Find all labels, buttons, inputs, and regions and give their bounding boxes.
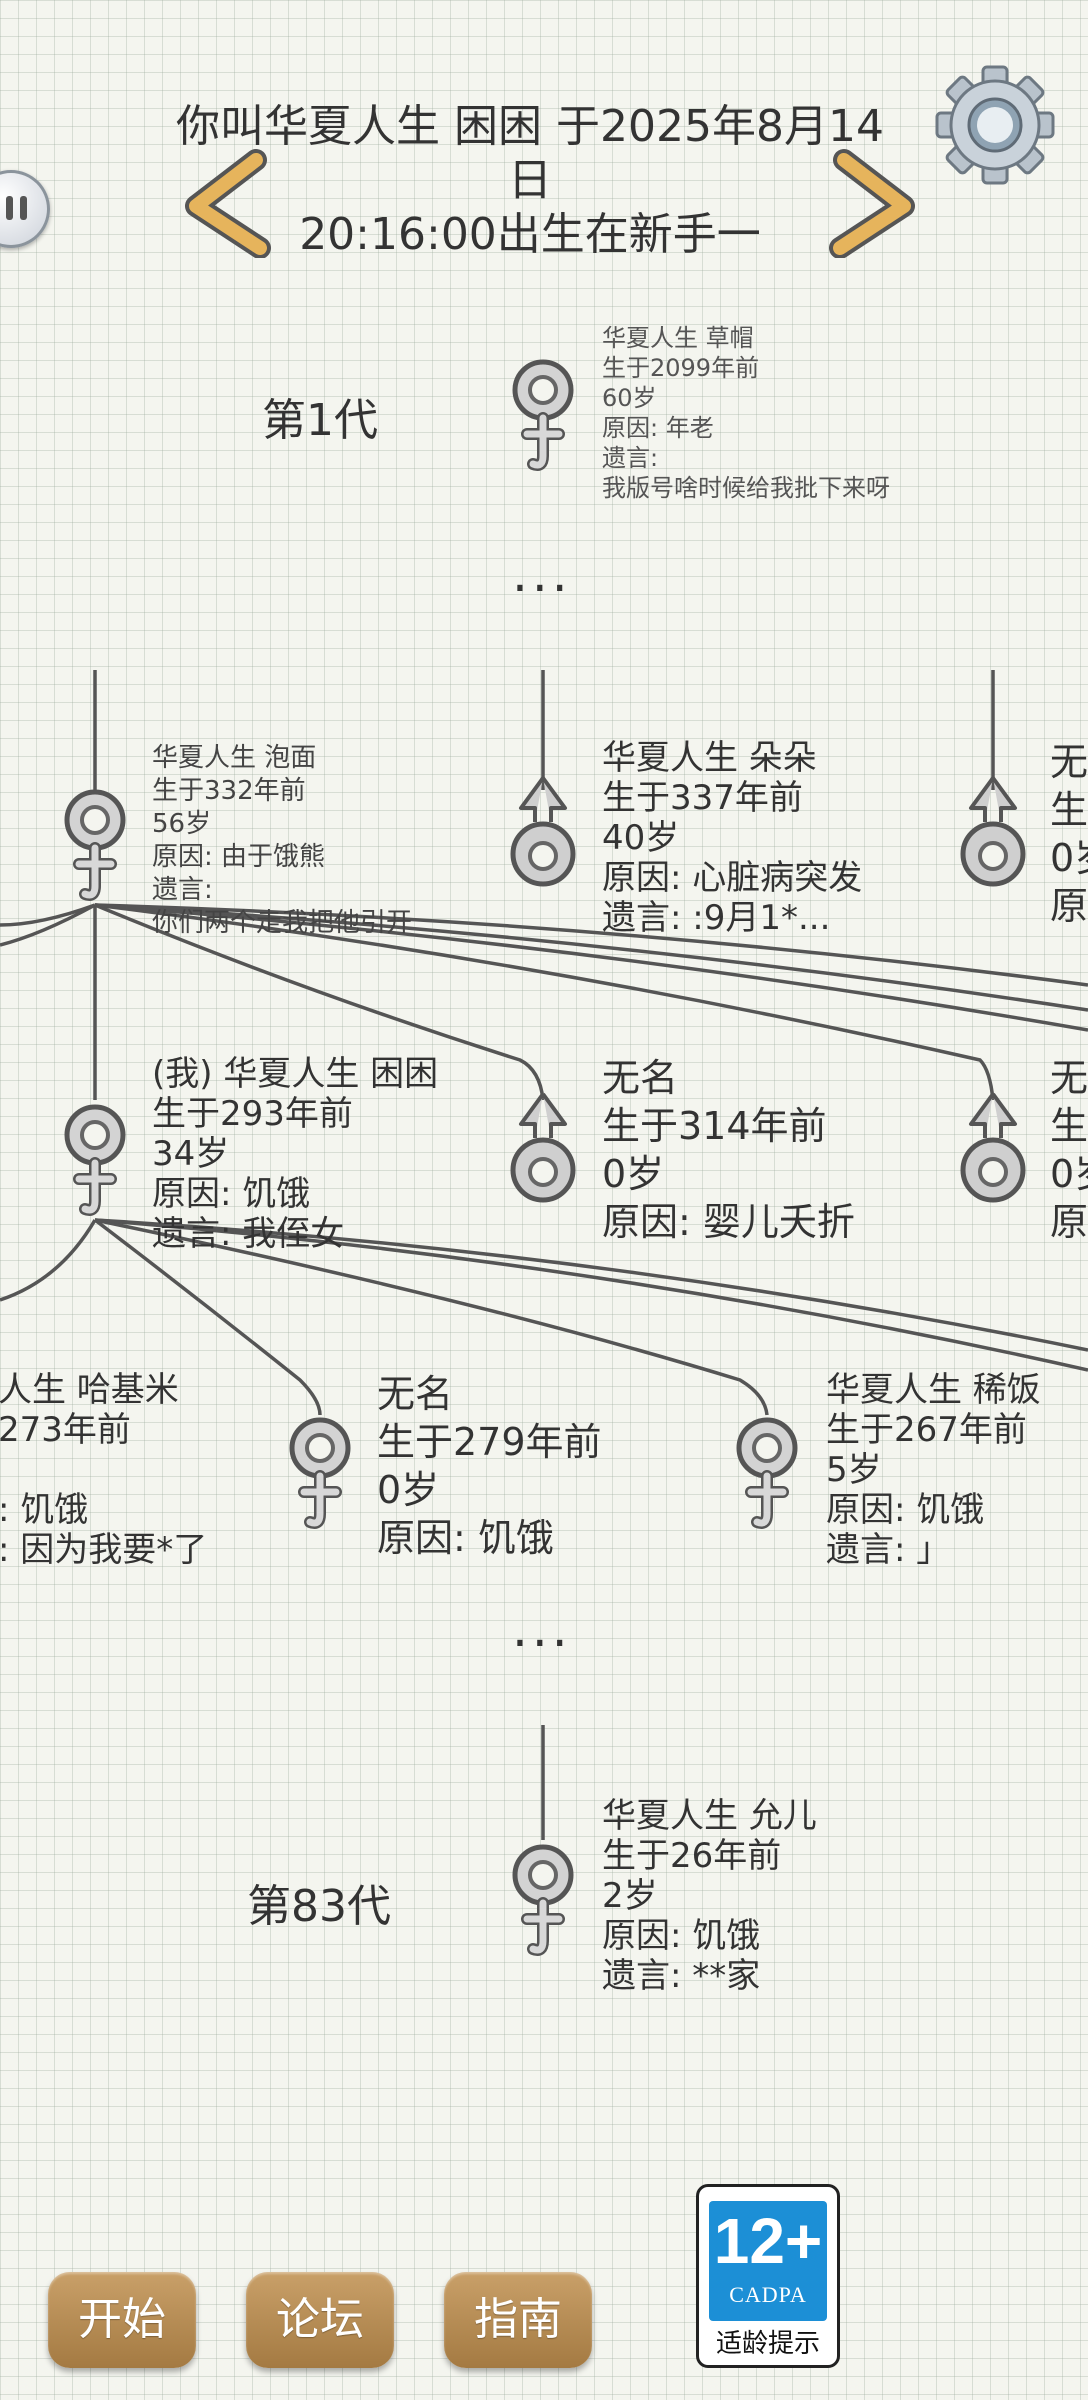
info-line: 无 — [1050, 740, 1088, 784]
info-line: 华夏人生 朵朵 — [602, 738, 817, 778]
info-line: 原因: 饥饿 — [602, 1916, 761, 1956]
ellipsis-top: ... — [512, 545, 572, 603]
chevron-left-icon[interactable] — [178, 148, 278, 258]
info-line: 人生 哈基米 — [0, 1370, 179, 1410]
title-line-2: 20:16:00出生在新手一 — [299, 209, 761, 260]
info-line: 原 — [1050, 1200, 1088, 1244]
rating-org: CADPA — [729, 2282, 807, 2307]
info-line: 生于293年前 — [152, 1094, 353, 1134]
female-icon — [739, 1420, 795, 1523]
gear-icon[interactable] — [935, 65, 1055, 185]
info-line: 遗言: :9月1*... — [602, 898, 831, 938]
info-line: 56岁 — [152, 809, 212, 839]
age-rating-badge[interactable]: 12+ CADPA 适龄提示 — [696, 2184, 840, 2368]
info-line: 273年前 — [0, 1410, 131, 1450]
title-line-1: 你叫华夏人生 困困 于2025年8月14日 — [176, 101, 884, 206]
ellipsis-bottom: ... — [512, 1600, 572, 1658]
info-line: 无名 — [377, 1372, 454, 1416]
start-button[interactable]: 开始 — [48, 2272, 196, 2368]
info-line: 生 — [1050, 1104, 1088, 1148]
info-line: 34岁 — [152, 1134, 230, 1174]
female-icon — [67, 1107, 123, 1210]
info-line: 遗言: 我侄女 — [152, 1214, 345, 1254]
info-line: 原因: 由于饿熊 — [152, 842, 326, 872]
info-line: 你们两个走我把他引开 — [152, 908, 413, 938]
info-line: 5岁 — [826, 1450, 882, 1490]
info-line: 华夏人生 稀饭 — [826, 1370, 1041, 1410]
chevron-right-icon[interactable] — [822, 148, 922, 258]
relative-info-partial-2[interactable]: 无 生 0岁 原 — [1050, 1054, 1088, 1246]
birth-info-title: 你叫华夏人生 困困 于2025年8月14日 20:16:00出生在新手一 — [160, 100, 900, 262]
info-line: 原 — [1050, 884, 1088, 928]
info-line: 生于279年前 — [377, 1420, 602, 1464]
info-line: 生于314年前 — [602, 1104, 827, 1148]
guide-button[interactable]: 指南 — [444, 2272, 592, 2368]
player-info-kunkun[interactable]: (我) 华夏人生 困困 生于293年前 34岁 原因: 饥饿 遗言: 我侄女 — [152, 1054, 438, 1254]
info-line: 2岁 — [602, 1876, 658, 1916]
generation-label-first: 第1代 — [262, 395, 378, 446]
info-line: 遗言: **家 — [602, 1956, 761, 1996]
info-line: 生于332年前 — [152, 776, 306, 806]
info-line: 0岁 — [602, 1152, 665, 1196]
info-line: 0岁 — [377, 1468, 440, 1512]
descendant-info-last[interactable]: 华夏人生 允儿 生于26年前 2岁 原因: 饥饿 遗言: **家 — [602, 1796, 817, 1996]
info-line: 生于267年前 — [826, 1410, 1027, 1450]
relative-info-wuming-1[interactable]: 无名 生于314年前 0岁 原因: 婴儿夭折 — [602, 1054, 855, 1246]
info-line: 华夏人生 泡面 — [152, 743, 317, 773]
info-line: 我版号啥时候给我批下来呀 — [602, 474, 890, 502]
female-icon — [515, 1847, 571, 1950]
male-icon — [513, 1094, 573, 1200]
age-rating-value: 12+ — [713, 2205, 823, 2277]
info-line — [0, 1450, 207, 1490]
relative-info-paomian[interactable]: 华夏人生 泡面 生于332年前 56岁 原因: 由于饿熊 遗言: 你们两个走我把… — [152, 742, 412, 940]
female-icon — [67, 792, 123, 895]
info-line: 生 — [1050, 788, 1088, 832]
relative-info-duoduo[interactable]: 华夏人生 朵朵 生于337年前 40岁 原因: 心脏病突发 遗言: :9月1*.… — [602, 738, 862, 938]
relative-info-partial-1[interactable]: 无 生 0岁 原 — [1050, 738, 1088, 930]
generation-label-last: 第83代 — [247, 1881, 391, 1932]
info-line: 原因: 婴儿夭折 — [602, 1200, 855, 1244]
info-line: 0岁 — [1050, 836, 1088, 880]
info-line: 无 — [1050, 1056, 1088, 1100]
info-line: 无名 — [602, 1056, 679, 1100]
forum-button[interactable]: 论坛 — [246, 2272, 394, 2368]
info-line: 0岁 — [1050, 1152, 1088, 1196]
info-line: 原因: 年老 — [602, 414, 714, 442]
ancestor-info-first[interactable]: 华夏人生 草帽 生于2099年前 60岁 原因: 年老 遗言: 我版号啥时候给我… — [602, 323, 890, 503]
info-line: 60岁 — [602, 384, 657, 412]
female-icon — [515, 362, 571, 465]
info-line: 生于2099年前 — [602, 354, 760, 382]
info-line: 遗言: — [602, 444, 659, 472]
info-line: 遗言: 」 — [826, 1530, 951, 1570]
info-line: 生于337年前 — [602, 778, 803, 818]
info-line: 40岁 — [602, 818, 680, 858]
info-line: 生于26年前 — [602, 1836, 782, 1876]
info-line: : 因为我要*了 — [0, 1530, 208, 1570]
info-line: 华夏人生 草帽 — [602, 324, 754, 352]
male-icon — [513, 778, 573, 884]
info-line: 原因: 饥饿 — [377, 1516, 554, 1560]
male-icon — [963, 1094, 1023, 1200]
age-rating-panel: 12+ CADPA — [709, 2201, 827, 2321]
age-tip-label: 适龄提示 — [715, 2329, 820, 2359]
info-line: (我) 华夏人生 困困 — [152, 1054, 439, 1094]
male-icon — [963, 778, 1023, 884]
info-line: 原因: 饥饿 — [826, 1490, 985, 1530]
child-info-hajimi[interactable]: 人生 哈基米 273年前 : 饥饿 : 因为我要*了 — [0, 1370, 207, 1570]
info-line: : 饥饿 — [0, 1490, 89, 1530]
info-line: 原因: 心脏病突发 — [602, 858, 863, 898]
info-line: 原因: 饥饿 — [152, 1174, 311, 1214]
child-info-wuming[interactable]: 无名 生于279年前 0岁 原因: 饥饿 — [377, 1370, 602, 1562]
info-line: 遗言: — [152, 875, 213, 905]
child-info-xifan[interactable]: 华夏人生 稀饭 生于267年前 5岁 原因: 饥饿 遗言: 」 — [826, 1370, 1041, 1570]
female-icon — [292, 1420, 348, 1523]
info-line: 华夏人生 允儿 — [602, 1796, 817, 1836]
